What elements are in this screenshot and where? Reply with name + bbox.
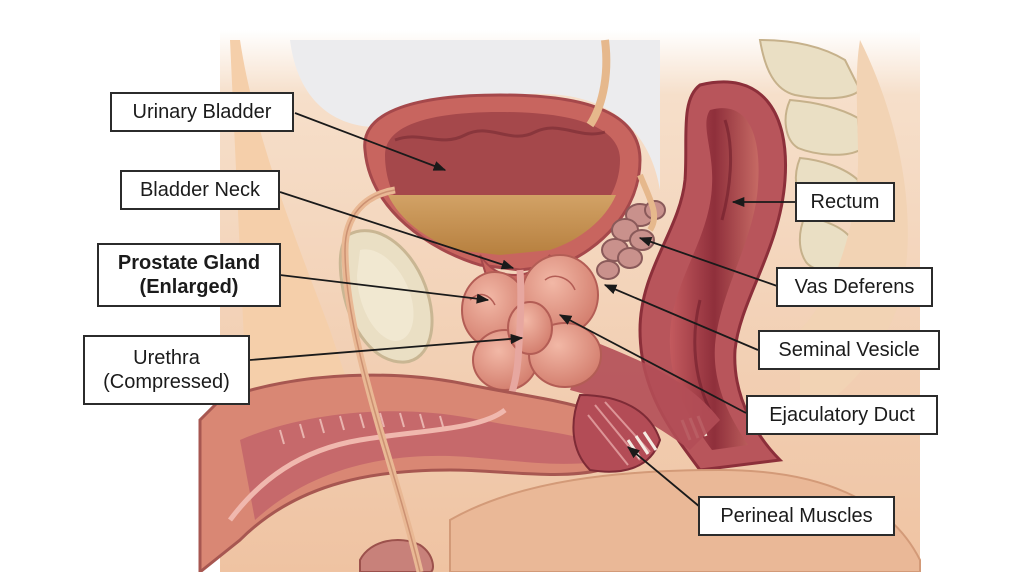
ejaculatory-duct-text: Ejaculatory Duct <box>769 404 915 426</box>
leader-urinary-bladder <box>294 112 447 171</box>
corpus-spongiosum <box>240 411 595 520</box>
urethra-text: Urethra <box>133 347 200 369</box>
abdominal-cavity <box>290 40 660 190</box>
bladder-urine <box>388 195 616 255</box>
rectum-text: Rectum <box>810 191 880 213</box>
leader-seminal-vesicle <box>603 284 759 351</box>
seminal-vesicle-text: Seminal Vesicle <box>778 339 920 361</box>
prostate-gland-subtext: (Enlarged) <box>139 276 239 298</box>
leader-prostate-gland <box>279 274 490 304</box>
label-bladder-neck: Bladder Neck <box>120 170 280 210</box>
leader-lines <box>249 112 795 508</box>
label-prostate-gland: Prostate Gland (Enlarged) <box>97 243 281 307</box>
label-seminal-vesicle: Seminal Vesicle <box>758 330 940 370</box>
vas-deferens-text: Vas Deferens <box>794 276 915 298</box>
pelvic-fat <box>230 40 360 470</box>
perineal-muscles-text: Perineal Muscles <box>720 505 873 527</box>
label-urethra: Urethra (Compressed) <box>83 335 250 405</box>
prostate-gland-text: Prostate Gland <box>117 252 261 274</box>
buttock-skin <box>449 468 921 572</box>
urethra-subtext: (Compressed) <box>103 371 230 393</box>
urinary-bladder-text: Urinary Bladder <box>132 101 272 123</box>
leader-perineal-muscles <box>627 446 701 508</box>
pelvic-floor-muscle <box>570 340 720 450</box>
spongiosum-texture <box>279 412 445 445</box>
leader-ejaculatory-duct <box>558 314 747 414</box>
bladder-neck-text: Bladder Neck <box>139 179 261 201</box>
penile-urethra <box>228 407 507 522</box>
label-rectum: Rectum <box>795 182 895 222</box>
label-urinary-bladder: Urinary Bladder <box>110 92 294 132</box>
label-vas-deferens: Vas Deferens <box>776 267 933 307</box>
leader-bladder-neck <box>279 191 515 270</box>
leader-vas-deferens <box>638 236 781 288</box>
rectum-lumen <box>669 108 759 451</box>
label-ejaculatory-duct: Ejaculatory Duct <box>746 395 938 435</box>
posterior-soft-tissue <box>800 40 908 420</box>
leader-urethra <box>249 333 524 361</box>
label-perineal-muscles: Perineal Muscles <box>698 496 895 536</box>
vas-deferens-tube <box>586 39 611 128</box>
sacrum <box>758 38 862 272</box>
prostate-gland <box>461 254 602 391</box>
